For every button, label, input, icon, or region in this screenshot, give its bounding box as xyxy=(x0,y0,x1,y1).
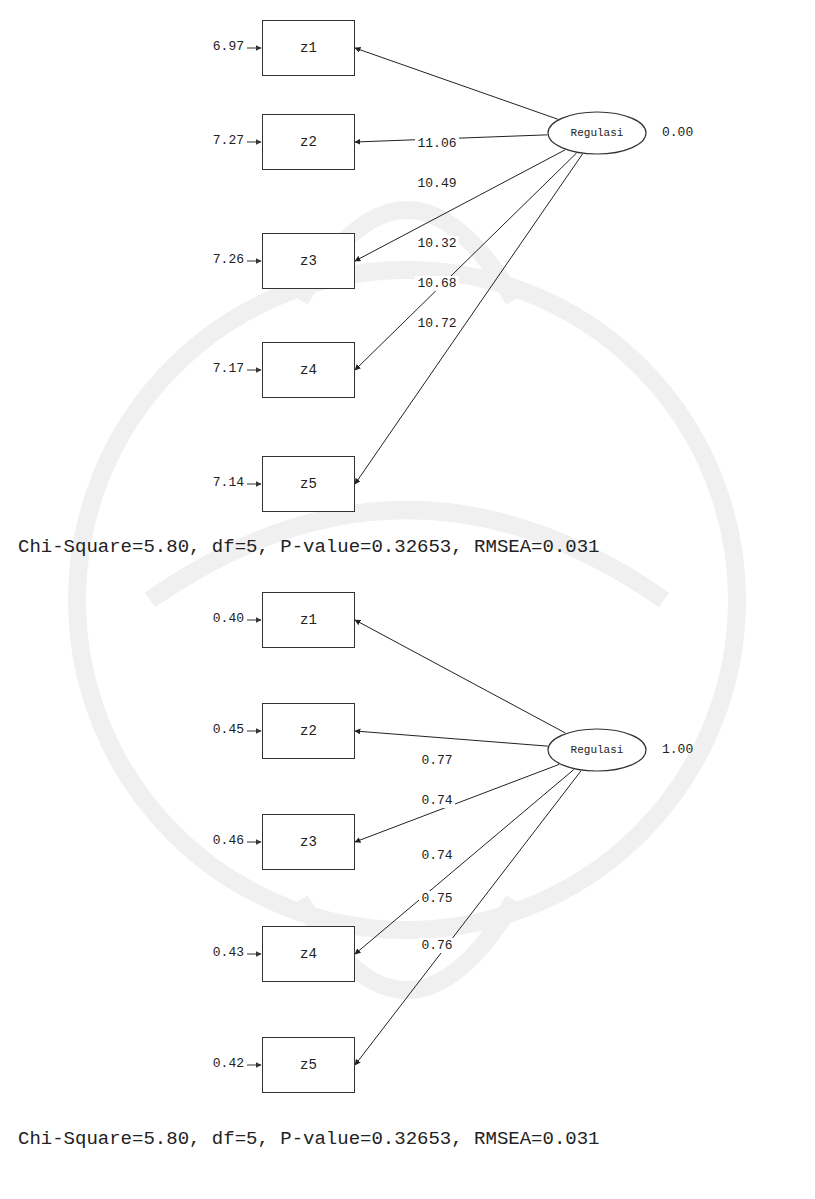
indicator-box: z1 xyxy=(262,592,355,648)
indicator-box: z3 xyxy=(262,814,355,870)
node-label: z3 xyxy=(300,834,317,850)
loading-path xyxy=(355,153,577,370)
indicator-box: z5 xyxy=(262,1037,355,1093)
loading-path xyxy=(355,620,565,733)
variance-value: 0.40 xyxy=(213,611,244,626)
node-label: z1 xyxy=(300,612,317,628)
fit-statistics: Chi-Square=5.80, df=5, P-value=0.32653, … xyxy=(18,1128,600,1150)
indicator-box: z2 xyxy=(262,703,355,759)
loading-value: 10.68 xyxy=(415,276,458,291)
loading-value: 10.72 xyxy=(415,316,458,331)
loading-path xyxy=(355,731,548,746)
variance-value: 0.00 xyxy=(662,125,693,140)
node-label: Regulasi xyxy=(571,127,624,139)
node-label: Regulasi xyxy=(571,744,624,756)
fit-statistics: Chi-Square=5.80, df=5, P-value=0.32653, … xyxy=(18,536,600,558)
node-label: z1 xyxy=(300,40,317,56)
latent-ellipse: Regulasi xyxy=(547,728,647,772)
node-label: z2 xyxy=(300,723,317,739)
loading-path xyxy=(355,764,559,842)
variance-value: 1.00 xyxy=(662,742,693,757)
variance-value: 7.14 xyxy=(213,475,244,490)
indicator-box: z3 xyxy=(262,233,355,289)
variance-value: 6.97 xyxy=(213,39,244,54)
variance-value: 0.46 xyxy=(213,833,244,848)
loading-value: 0.76 xyxy=(419,938,454,953)
loading-value: 11.06 xyxy=(415,136,458,151)
variance-value: 7.17 xyxy=(213,361,244,376)
loading-path xyxy=(355,150,565,261)
loading-path xyxy=(355,770,574,954)
loading-path xyxy=(355,771,581,1065)
variance-value: 0.42 xyxy=(213,1056,244,1071)
latent-ellipse: Regulasi xyxy=(547,111,647,155)
variance-value: 0.43 xyxy=(213,945,244,960)
indicator-box: z5 xyxy=(262,456,355,512)
loading-value: 0.75 xyxy=(419,891,454,906)
indicator-box: z4 xyxy=(262,926,355,982)
indicator-box: z2 xyxy=(262,114,355,170)
watermark xyxy=(77,210,737,990)
node-label: z4 xyxy=(300,362,317,378)
variance-value: 7.27 xyxy=(213,133,244,148)
loading-value: 0.77 xyxy=(419,753,454,768)
node-label: z3 xyxy=(300,253,317,269)
node-label: z4 xyxy=(300,946,317,962)
variance-value: 0.45 xyxy=(213,722,244,737)
loading-value: 0.74 xyxy=(419,793,454,808)
indicator-box: z1 xyxy=(262,20,355,76)
indicator-box: z4 xyxy=(262,342,355,398)
loading-value: 0.74 xyxy=(419,848,454,863)
loading-path xyxy=(355,48,558,119)
loading-value: 10.49 xyxy=(415,176,458,191)
node-label: z5 xyxy=(300,1057,317,1073)
node-label: z2 xyxy=(300,134,317,150)
node-label: z5 xyxy=(300,476,317,492)
variance-value: 7.26 xyxy=(213,252,244,267)
loading-value: 10.32 xyxy=(415,236,458,251)
loading-path xyxy=(355,154,582,484)
